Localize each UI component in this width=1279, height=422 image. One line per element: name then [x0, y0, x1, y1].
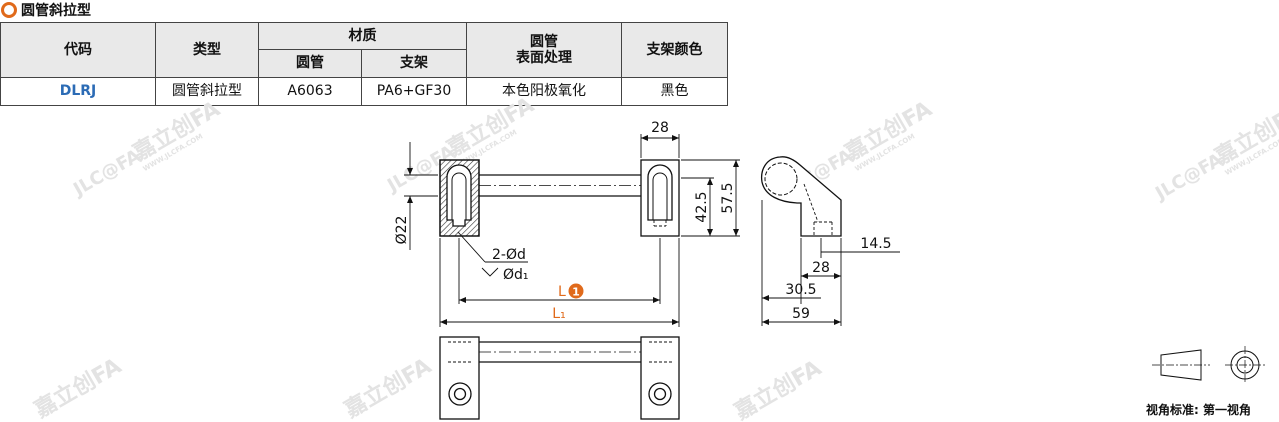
- header-material: 材质: [258, 22, 467, 50]
- header-surface: 圆管 表面处理: [466, 22, 622, 78]
- cell-code[interactable]: DLRJ: [0, 77, 156, 106]
- section-heading: 圆管斜拉型: [0, 0, 91, 20]
- header-surface-line1: 圆管: [530, 33, 558, 50]
- watermark-logo: JLC@FA: [68, 145, 144, 201]
- dim-diameter-22: Ø22: [394, 216, 410, 245]
- header-material-bracket: 支架: [361, 49, 467, 78]
- watermark-logo: JLC@FA: [1150, 149, 1226, 205]
- view-standard-label: 视角标准: 第一视角: [1146, 403, 1251, 417]
- header-bracket-color: 支架颜色: [621, 22, 728, 78]
- projection-symbol-icon: [1152, 346, 1265, 384]
- dim-length-L: L: [558, 284, 566, 300]
- dim-side-59: 59: [792, 306, 810, 322]
- watermark-brand: 嘉立创FA: [730, 355, 826, 422]
- callout-badge: 1: [568, 283, 584, 299]
- side-dimensions: [761, 200, 900, 326]
- side-view: [760, 156, 842, 237]
- header-type: 类型: [155, 22, 259, 78]
- watermark-brand: 嘉立创FA: [443, 92, 539, 162]
- cell-surface: 本色阳极氧化: [466, 77, 622, 106]
- section-title: 圆管斜拉型: [21, 3, 91, 19]
- watermark-brand: 嘉立创FA: [129, 96, 225, 166]
- dim-hole-d: 2-Ød: [492, 247, 526, 263]
- watermark-brand: 嘉立创FA: [340, 353, 436, 422]
- circle-bullet-icon: [1, 2, 17, 18]
- dim-side-14-5: 14.5: [860, 236, 891, 252]
- cell-type: 圆管斜拉型: [155, 77, 259, 106]
- cell-bracket-material: PA6+GF30: [361, 77, 467, 106]
- spec-table: 代码 类型 材质 圆管 表面处理 支架颜色 圆管 支架 DLRJ 圆管斜拉型 A…: [0, 22, 728, 106]
- dim-side-28: 28: [812, 260, 830, 276]
- front-dimensions: [404, 134, 740, 327]
- dim-width-28: 28: [651, 120, 669, 136]
- bottom-view: [439, 336, 680, 420]
- dim-height-57-5: 57.5: [720, 182, 736, 213]
- dim-hole-d1: Ød₁: [503, 267, 529, 283]
- header-surface-line2: 表面处理: [516, 50, 572, 66]
- dim-length-L1: L₁: [552, 306, 565, 322]
- cell-color: 黑色: [621, 77, 728, 106]
- front-view: [439, 159, 680, 237]
- watermark-brand: 嘉立创FA: [841, 96, 937, 166]
- header-material-tube: 圆管: [258, 49, 362, 78]
- watermark-brand: 嘉立创FA: [30, 353, 126, 422]
- cell-tube-material: A6063: [258, 77, 362, 106]
- dim-height-42-5: 42.5: [694, 191, 710, 222]
- header-code: 代码: [0, 22, 156, 78]
- dim-side-30-5: 30.5: [785, 282, 816, 298]
- callout-number: 1: [572, 286, 580, 299]
- table-row: DLRJ 圆管斜拉型 A6063 PA6+GF30 本色阳极氧化 黑色: [0, 77, 728, 106]
